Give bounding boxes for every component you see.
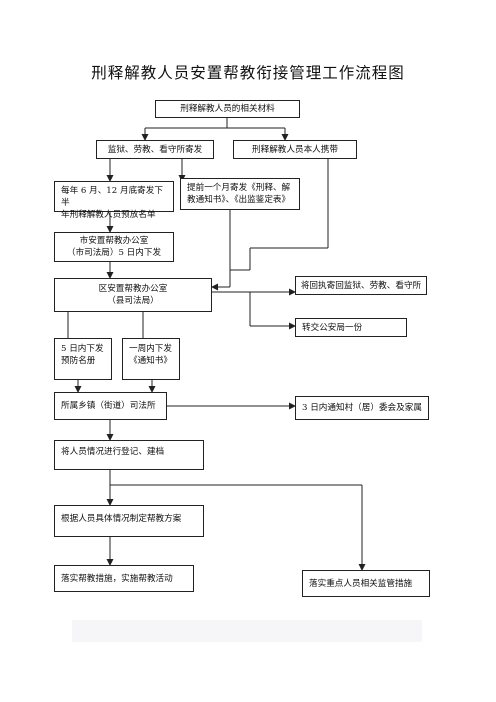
- advance-notice-box: 提前一个月寄发《刑释、解 教通知书》、《出监鉴定表》: [180, 178, 300, 210]
- materials-label: 刑释解教人员的相关材料: [180, 104, 275, 114]
- advance-notice-line2: 教通知书》、《出监鉴定表》: [187, 195, 291, 205]
- materials-box: 刑释解教人员的相关材料: [155, 100, 300, 118]
- release-list-line2: 年刑释解教人员预放名单: [61, 210, 156, 220]
- register-label: 将人员情况进行登记、建档: [61, 447, 165, 457]
- supervise-box: 落实重点人员相关监管措施: [302, 570, 430, 597]
- one-week-line1: 一周内下发: [129, 344, 172, 354]
- city-office-line1: 市安置帮教办公室: [79, 236, 149, 246]
- release-list-box: 每年 6 月、12 月底寄发下半 年刑释解教人员预放名单: [54, 181, 174, 220]
- city-office-line2: （市司法局）5 日内下发: [66, 248, 162, 258]
- district-office-line2: （县司法局）: [107, 296, 159, 306]
- one-week-box: 一周内下发 《通知书》: [122, 338, 180, 380]
- notify-family-label: 3 日内通知村（居）委会及家属: [302, 403, 422, 413]
- implement-label: 落实帮教措施，实施帮教活动: [61, 573, 173, 584]
- five-day-line2: 预防名册: [61, 356, 96, 366]
- prison-mail-label: 监狱、劳教、看守所寄发: [107, 144, 203, 155]
- one-week-line2: 《通知书》: [129, 356, 172, 366]
- police-copy-box: 转交公安局一份: [295, 318, 407, 337]
- five-day-line1: 5 日内下发: [61, 344, 104, 354]
- register-box: 将人员情况进行登记、建档: [54, 440, 204, 470]
- self-carry-box: 刑释解教人员本人携带: [233, 140, 357, 159]
- implement-box: 落实帮教措施，实施帮教活动: [54, 565, 194, 592]
- supervise-label: 落实重点人员相关监管措施: [309, 578, 413, 589]
- release-list-line1: 每年 6 月、12 月底寄发下半: [61, 186, 163, 208]
- prison-mail-box: 监狱、劳教、看守所寄发: [96, 140, 214, 159]
- township-office-label: 所属乡镇（街道）司法所: [61, 401, 156, 411]
- plan-label: 根据人员具体情况制定帮教方案: [61, 514, 182, 524]
- notify-family-box: 3 日内通知村（居）委会及家属: [295, 396, 429, 420]
- page-title: 刑释解教人员安置帮教衔接管理工作流程图: [91, 64, 405, 82]
- city-office-box: 市安置帮教办公室 （市司法局）5 日内下发: [54, 232, 174, 262]
- advance-notice-line1: 提前一个月寄发《刑释、解: [187, 183, 291, 193]
- footer-shade: [72, 620, 422, 642]
- police-copy-label: 转交公安局一份: [302, 322, 363, 333]
- return-receipt-label: 将回执寄回监狱、劳教、看守所: [300, 280, 422, 291]
- district-office-line1: 区安置帮教办公室: [98, 284, 168, 294]
- township-office-box: 所属乡镇（街道）司法所: [54, 392, 167, 420]
- plan-box: 根据人员具体情况制定帮教方案: [54, 505, 204, 537]
- five-day-box: 5 日内下发 预防名册: [54, 338, 112, 380]
- district-office-box: 区安置帮教办公室 （县司法局）: [54, 278, 212, 312]
- return-receipt-box: 将回执寄回监狱、劳教、看守所: [295, 276, 427, 295]
- self-carry-label: 刑释解教人员本人携带: [252, 144, 338, 155]
